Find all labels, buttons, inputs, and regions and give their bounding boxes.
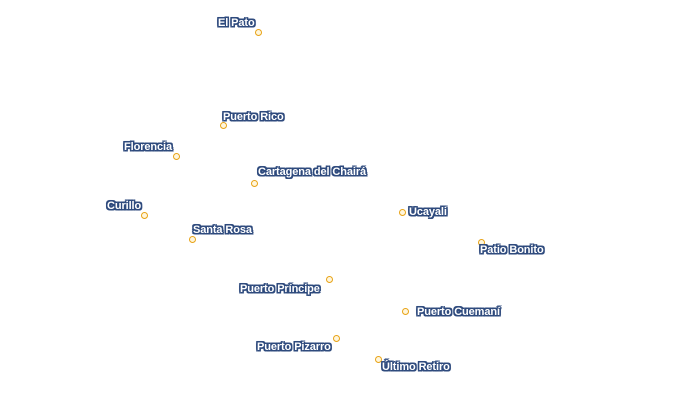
place-marker-florencia[interactable]: [172, 152, 180, 160]
place-label-curillo: Curillo: [107, 200, 142, 212]
place-marker-puerto-cuemani[interactable]: [401, 307, 409, 315]
place-marker-puerto-rico[interactable]: [219, 121, 227, 129]
place-label-cartagena-del-chaira: Cartagena del Chairá: [258, 166, 367, 178]
place-marker-puerto-principe[interactable]: [325, 275, 333, 283]
place-marker-patio-bonito[interactable]: [477, 238, 485, 246]
place-label-puerto-cuemani: Puerto Cuemaní: [417, 306, 500, 318]
place-marker-cartagena-del-chaira[interactable]: [250, 179, 258, 187]
place-label-puerto-principe: Puerto Príncipe: [240, 283, 320, 295]
place-label-santa-rosa: Santa Rosa: [193, 224, 252, 236]
place-marker-puerto-pizarro[interactable]: [332, 334, 340, 342]
place-marker-ucayali[interactable]: [398, 208, 406, 216]
place-marker-curillo[interactable]: [140, 211, 148, 219]
place-marker-santa-rosa[interactable]: [188, 235, 196, 243]
place-label-ucayali: Ucayali: [409, 206, 447, 218]
place-marker-el-pato[interactable]: [254, 28, 262, 36]
place-label-el-pato: El Pato: [218, 17, 255, 29]
place-label-florencia: Florencia: [124, 141, 173, 153]
place-marker-ultimo-retiro[interactable]: [374, 355, 382, 363]
place-label-ultimo-retiro: Último Retiro: [382, 361, 450, 373]
place-label-puerto-rico: Puerto Rico: [223, 111, 284, 123]
place-label-patio-bonito: Patio Bonito: [480, 244, 544, 256]
place-label-puerto-pizarro: Puerto Pizarro: [257, 341, 331, 353]
